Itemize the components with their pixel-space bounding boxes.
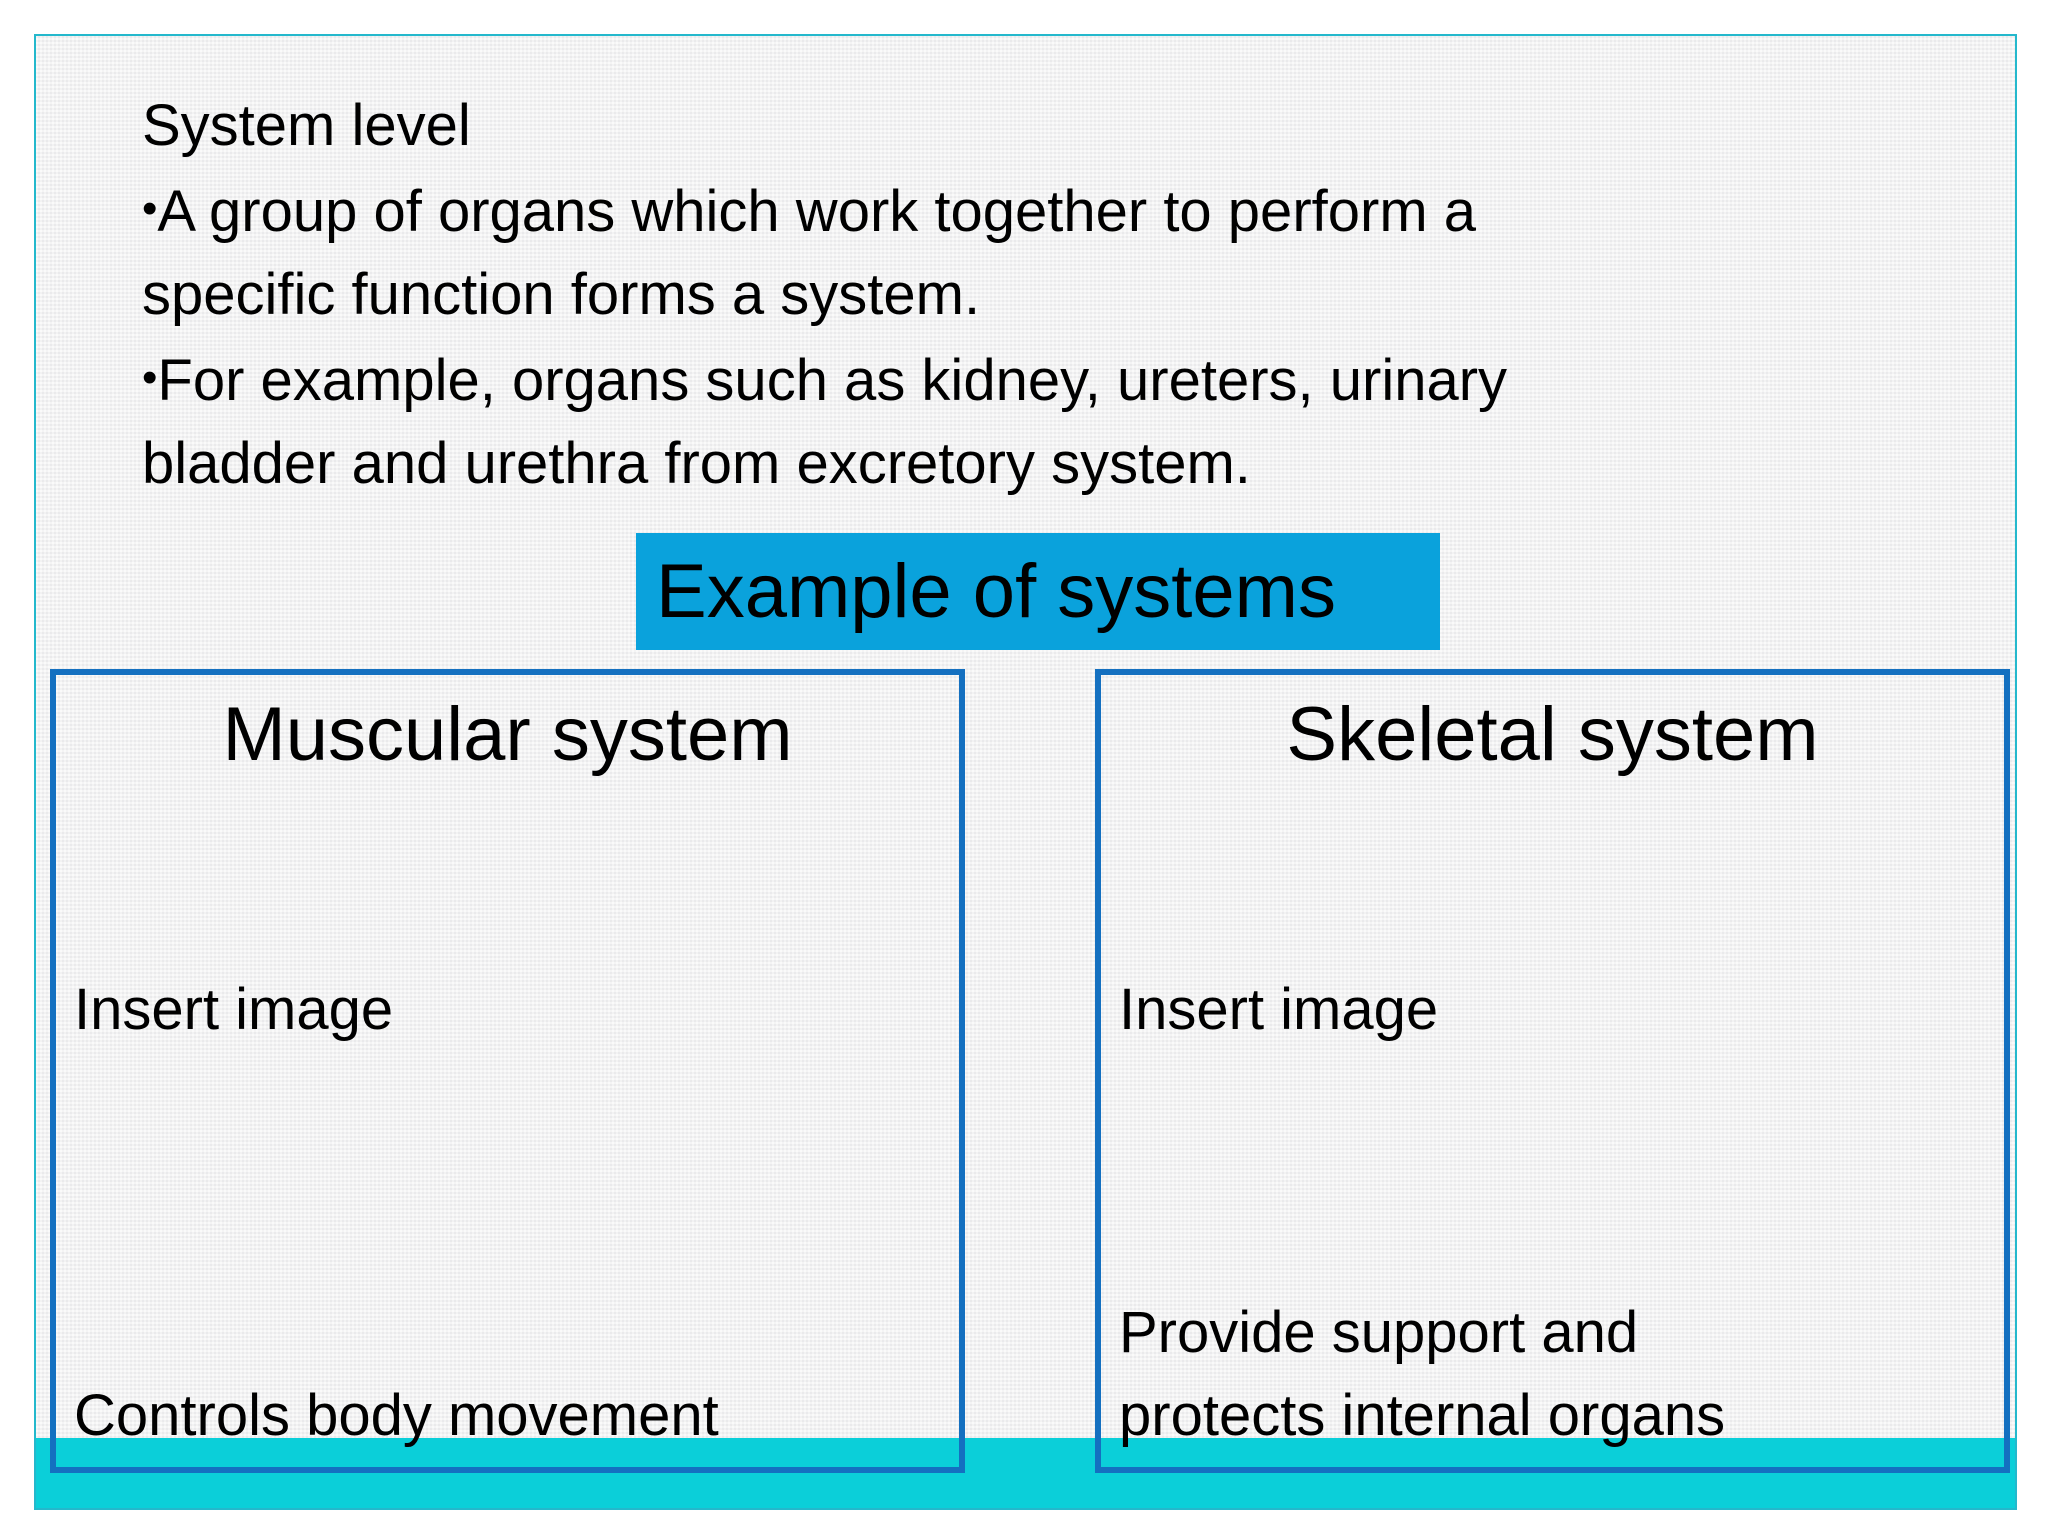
panel-skeletal-system: Skeletal system Insert image Provide sup… (1095, 669, 2010, 1473)
image-placeholder[interactable]: Insert image (1119, 977, 1439, 1042)
panel-title: Skeletal system (1286, 692, 1819, 777)
intro-text-block: System level •A group of organs which wo… (142, 84, 1942, 505)
intro-bullet-1: •A group of organs which work together t… (142, 167, 1942, 253)
intro-bullet-2-line-2: bladder and urethra from excretory syste… (142, 431, 1251, 496)
bullet-icon: • (142, 353, 158, 402)
slide: System level •A group of organs which wo… (34, 34, 2017, 1510)
intro-bullet-1-line-2: specific function forms a system. (142, 262, 981, 327)
section-heading: Example of systems (656, 548, 1336, 634)
image-placeholder[interactable]: Insert image (74, 977, 394, 1042)
section-heading-box: Example of systems (636, 533, 1440, 650)
panel-description-line: Controls body movement (74, 1383, 719, 1448)
intro-heading: System level (142, 93, 471, 158)
intro-bullet-2: •For example, organs such as kidney, ure… (142, 336, 1942, 422)
panel-title: Muscular system (222, 692, 793, 777)
panel-description: Provide support and protects internal or… (1119, 1291, 1725, 1457)
panel-description-line: protects internal organs (1119, 1383, 1726, 1448)
intro-bullet-1-line-1: A group of organs which work together to… (157, 179, 1476, 244)
bottom-accent-band (36, 1438, 2015, 1508)
bullet-icon: • (142, 184, 158, 233)
panel-description-line: Provide support and (1119, 1300, 1639, 1365)
panel-description: Controls body movement (74, 1374, 719, 1457)
intro-bullet-2-line-1: For example, organs such as kidney, uret… (157, 348, 1508, 413)
panel-muscular-system: Muscular system Insert image Controls bo… (50, 669, 965, 1473)
